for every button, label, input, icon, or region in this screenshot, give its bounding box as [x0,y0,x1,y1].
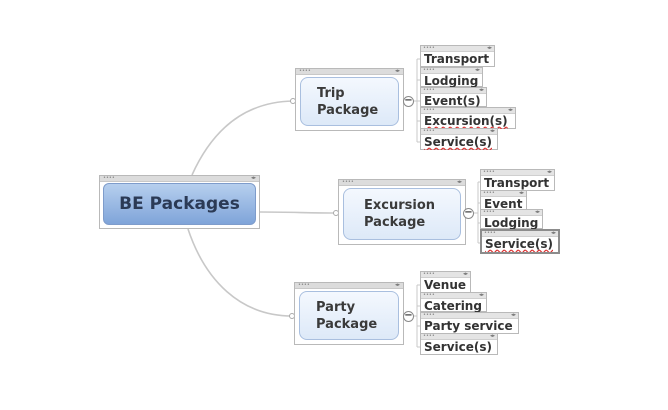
subtopic-party-venue[interactable]: •••• ◂▸ Venue [420,271,471,293]
subtopic-excursion-services[interactable]: •••• ◂▸ Service(s) [480,229,560,254]
resize-arrows-icon[interactable]: ◂▸ [546,169,552,175]
resize-arrows-icon[interactable]: ◂▸ [550,230,556,236]
topic-label-line1: Trip [317,85,345,101]
grip-icon: •••• [423,271,435,277]
party-handle-bar[interactable]: •••• ◂▸ [295,283,403,289]
subtopic-party-service[interactable]: •••• ◂▸ Party service [420,312,519,334]
subtopic-label: Lodging [424,74,479,88]
subtopic-label: Catering [424,299,482,313]
topic-party-package[interactable]: •••• ◂▸ Party Package [294,282,404,345]
connector-party-leaves [413,284,421,348]
party-package-node[interactable]: Party Package [299,291,399,340]
collapse-toggle-excursion[interactable]: − [463,207,474,219]
connector-root-trip [191,100,294,176]
subtopic-label: Excursion(s) [424,114,508,128]
grip-icon: •••• [423,67,435,73]
subtopic-trip-lodging[interactable]: •••• ◂▸ Lodging [420,67,483,88]
topic-label-line1: Party [316,299,356,315]
grip-icon: •••• [342,179,354,185]
resize-arrows-icon[interactable]: ◂▸ [489,128,495,134]
subtopic-excursion-transport[interactable]: •••• ◂▸ Transport [480,169,555,191]
subtopic-label: Venue [424,278,466,292]
subtopic-trip-transport[interactable]: •••• ◂▸ Transport [420,45,495,67]
root-topic[interactable]: BE Packages [103,183,256,225]
resize-arrows-icon[interactable]: ◂▸ [462,271,468,277]
topic-label-line1: Excursion [364,198,436,213]
grip-icon: •••• [423,312,435,318]
root-handle-bar[interactable]: •••• ◂▸ [100,176,259,182]
grip-icon: •••• [299,68,311,74]
topic-label-line2: Package [317,102,379,118]
grip-icon: •••• [423,87,435,93]
grip-icon: •••• [298,282,310,288]
topic-trip-package[interactable]: •••• ◂▸ Trip Package [295,68,404,131]
topic-excursion-package[interactable]: •••• ◂▸ Excursion Package [338,179,466,245]
resize-arrows-icon[interactable]: ◂▸ [489,333,495,339]
grip-icon: •••• [483,209,495,215]
resize-arrows-icon[interactable]: ◂▸ [474,67,480,73]
subtopic-label: Party service [424,319,513,333]
topic-label-line2: Package [364,215,426,230]
resize-arrows-icon[interactable]: ◂▸ [518,190,524,196]
subtopic-party-catering[interactable]: •••• ◂▸ Catering [420,292,487,313]
subtopic-label: Event(s) [424,94,481,108]
trip-handle-bar[interactable]: •••• ◂▸ [296,69,403,75]
excursion-package-node[interactable]: Excursion Package [343,188,461,240]
subtopic-trip-services[interactable]: •••• ◂▸ Service(s) [420,128,498,150]
grip-icon: •••• [423,292,435,298]
resize-arrows-icon[interactable]: ◂▸ [486,45,492,51]
subtopic-trip-excursions[interactable]: •••• ◂▸ Excursion(s) [420,107,516,129]
subtopic-label: Lodging [484,216,539,230]
subtopic-party-services[interactable]: •••• ◂▸ Service(s) [420,333,498,355]
trip-package-node[interactable]: Trip Package [300,77,399,126]
resize-arrows-icon[interactable]: ◂▸ [534,209,540,215]
root-topic-label: BE Packages [119,194,240,214]
grip-icon: •••• [423,333,435,339]
root-topic-frame[interactable]: •••• ◂▸ BE Packages [99,175,260,229]
connector-excursion-leaves [474,181,481,244]
grip-icon: •••• [483,169,495,175]
subtopic-trip-events[interactable]: •••• ◂▸ Event(s) [420,87,487,108]
collapse-toggle-trip[interactable]: − [403,95,414,107]
resize-arrows-icon[interactable]: ◂▸ [507,107,513,113]
subtopic-label: Service(s) [424,340,492,354]
resize-arrows-icon[interactable]: ◂▸ [456,179,462,185]
topic-label-line2: Package [316,316,378,332]
grip-icon: •••• [484,230,496,236]
grip-icon: •••• [423,45,435,51]
resize-arrows-icon[interactable]: ◂▸ [394,68,400,74]
grip-icon: •••• [103,175,115,181]
connector-root-excursion [259,211,337,214]
excursion-handle-bar[interactable]: •••• ◂▸ [339,180,465,186]
subtopic-label: Service(s) [485,237,553,251]
subtopic-label: Service(s) [424,135,492,149]
grip-icon: •••• [423,128,435,134]
subtopic-label: Transport [424,52,490,66]
resize-arrows-icon[interactable]: ◂▸ [510,312,516,318]
collapse-toggle-party[interactable]: − [403,310,414,322]
resize-arrows-icon[interactable]: ◂▸ [478,87,484,93]
resize-arrows-icon[interactable]: ◂▸ [394,282,400,288]
resize-arrows-icon[interactable]: ◂▸ [250,175,256,181]
subtopic-label: Transport [484,176,550,190]
subtopic-excursion-event[interactable]: •••• ◂▸ Event [480,190,527,211]
connector-trip-leaves [413,58,421,143]
grip-icon: •••• [483,190,495,196]
resize-arrows-icon[interactable]: ◂▸ [478,292,484,298]
subtopic-excursion-lodging[interactable]: •••• ◂▸ Lodging [480,209,543,230]
connector-root-party [187,228,293,317]
grip-icon: •••• [423,107,435,113]
subtopic-label: Event [484,197,523,211]
